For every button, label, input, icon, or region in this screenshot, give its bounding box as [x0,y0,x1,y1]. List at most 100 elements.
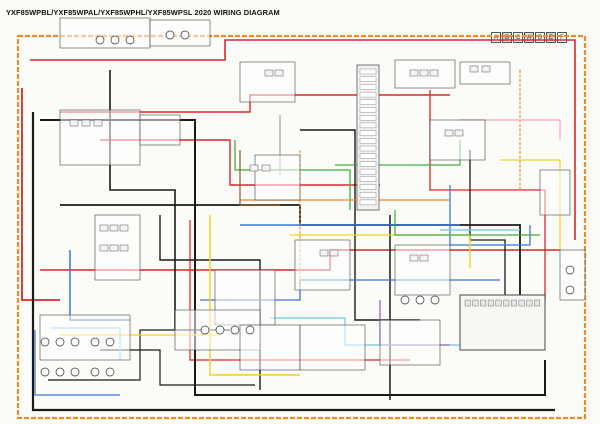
ecu-pin [480,299,487,307]
legend-cell: A [491,32,501,43]
connector-tile [319,249,329,257]
connector-pin [359,199,377,206]
ecu-pin [534,299,540,307]
black-wire [31,112,555,412]
connector-pin [359,84,377,90]
component-box [299,324,366,371]
lamp-symbol [565,285,575,295]
connector-tile [69,119,79,127]
connector-tile [409,69,419,77]
connector-pin [359,130,377,136]
connector-tile [119,244,129,252]
lamp-symbol [200,325,210,335]
connector-tile [119,224,129,232]
lamp-symbol [90,337,100,347]
ecu-pin [472,299,479,307]
connector-pin [359,107,377,113]
connector-pin [359,122,377,129]
lamp-symbol [55,367,65,377]
lamp-symbol [110,35,120,45]
lamp-symbol [230,325,240,335]
lamp-symbol [70,337,80,347]
lamp-symbol [40,367,50,377]
component-box [459,61,511,85]
component-box [149,19,211,47]
connector-tile [81,119,91,127]
legend-cells: A B C A D E F [491,32,567,43]
lamp-symbol [415,295,425,305]
ecu-pin [464,299,471,307]
lamp-symbol [105,367,115,377]
black-wire [109,70,176,330]
connector-pin [359,91,377,98]
lamp-symbol [55,337,65,347]
component-box [539,169,571,216]
connector-tile [454,129,464,137]
connector-pin [359,161,377,167]
component-box [429,119,486,161]
connector-pin [359,145,377,152]
connector-tile [329,249,339,257]
red-wire [30,39,576,240]
red-wire [60,94,450,113]
connector-pin [359,114,377,121]
connector-tile [261,164,271,172]
ecu-pin [511,299,517,307]
harness-outline-wire [16,34,587,420]
connector-pin [359,184,377,190]
connector-pin [359,191,377,198]
brown-wire [239,150,280,206]
connector-pin [359,168,377,175]
connector-tile [109,244,119,252]
connector-tile [469,65,479,73]
lamp-symbol [565,265,575,275]
connector-tile [444,129,454,137]
ecu-pin [487,299,494,307]
connector-tile [429,69,439,77]
connector-tile [419,69,429,77]
connector-tile [409,254,419,262]
component-box [379,319,441,366]
blue-wire [34,330,120,396]
lamp-symbol [400,295,410,305]
connector-tile [99,244,109,252]
legend-cell: B [502,32,512,43]
lamp-symbol [40,337,50,347]
component-box [59,17,151,49]
component-box [294,239,351,291]
lamp-symbol [95,35,105,45]
lamp-symbol [70,367,80,377]
connector-tile [274,69,284,77]
green-wire [394,210,540,236]
connector-pin [359,176,377,183]
blue-wire [449,185,531,246]
component-box [59,109,141,166]
legend-cell: D [535,32,545,43]
ecu-pin [495,299,502,307]
component-box [239,61,296,103]
connector-tile [264,69,274,77]
ecu-pin [503,299,510,307]
component-box [254,154,301,201]
lamp-symbol [165,30,175,40]
connector-tile [481,65,491,73]
connector-tile [99,224,109,232]
connector-tile [249,164,259,172]
connector-tile [109,224,119,232]
connector-tile [419,254,429,262]
legend-cell: E [546,32,556,43]
connector-pin [359,153,377,159]
legend-cell: A [524,32,534,43]
legend-cell: F [557,32,567,43]
red-wire [21,88,60,301]
lamp-symbol [215,325,225,335]
lamp-symbol [125,35,135,45]
component-box [394,59,456,89]
lamp-symbol [245,325,255,335]
ecu-pin [526,299,533,307]
connector-pin [359,76,377,82]
connector-pin [359,138,377,144]
component-box [139,114,181,146]
